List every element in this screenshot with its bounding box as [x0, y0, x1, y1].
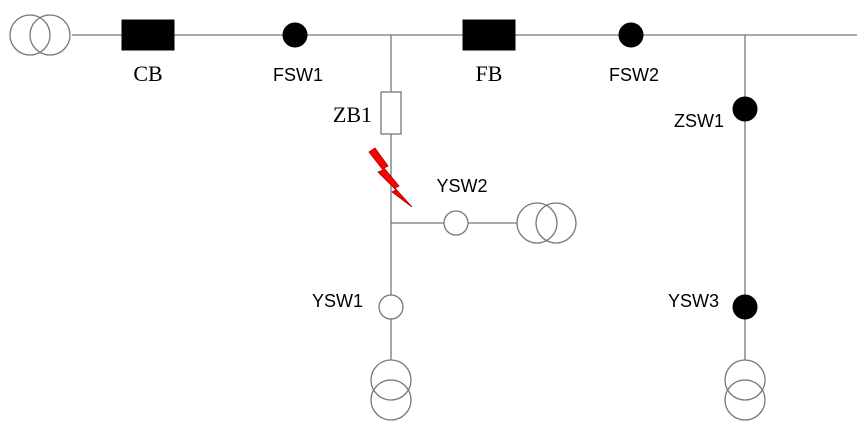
breaker-fb[interactable]	[462, 19, 516, 51]
source-transformer-icon	[9, 14, 71, 56]
switch-fsw1[interactable]	[282, 22, 308, 48]
fault-lightning-icon	[368, 147, 413, 208]
circuit-breaker-cb[interactable]	[121, 19, 175, 51]
switch-zsw1[interactable]	[732, 96, 758, 122]
zb1-label: ZB1	[333, 102, 372, 127]
ysw2-transformer-icon	[516, 202, 577, 244]
fsw2-label: FSW2	[609, 65, 659, 85]
ysw3-transformer-icon	[724, 359, 766, 421]
ysw3-label: YSW3	[668, 291, 719, 311]
switch-ysw2[interactable]	[443, 210, 469, 236]
ysw2-label: YSW2	[436, 176, 487, 196]
cb-label: CB	[133, 61, 162, 86]
zsw1-label: ZSW1	[674, 111, 724, 131]
switch-fsw2[interactable]	[618, 22, 644, 48]
switch-ysw3[interactable]	[732, 294, 758, 320]
ysw1-label: YSW1	[312, 291, 363, 311]
fb-label: FB	[476, 61, 503, 86]
breaker-zb1[interactable]	[380, 91, 402, 135]
switch-ysw1[interactable]	[378, 294, 404, 320]
fsw1-label: FSW1	[273, 65, 323, 85]
ysw1-transformer-icon	[370, 359, 412, 421]
